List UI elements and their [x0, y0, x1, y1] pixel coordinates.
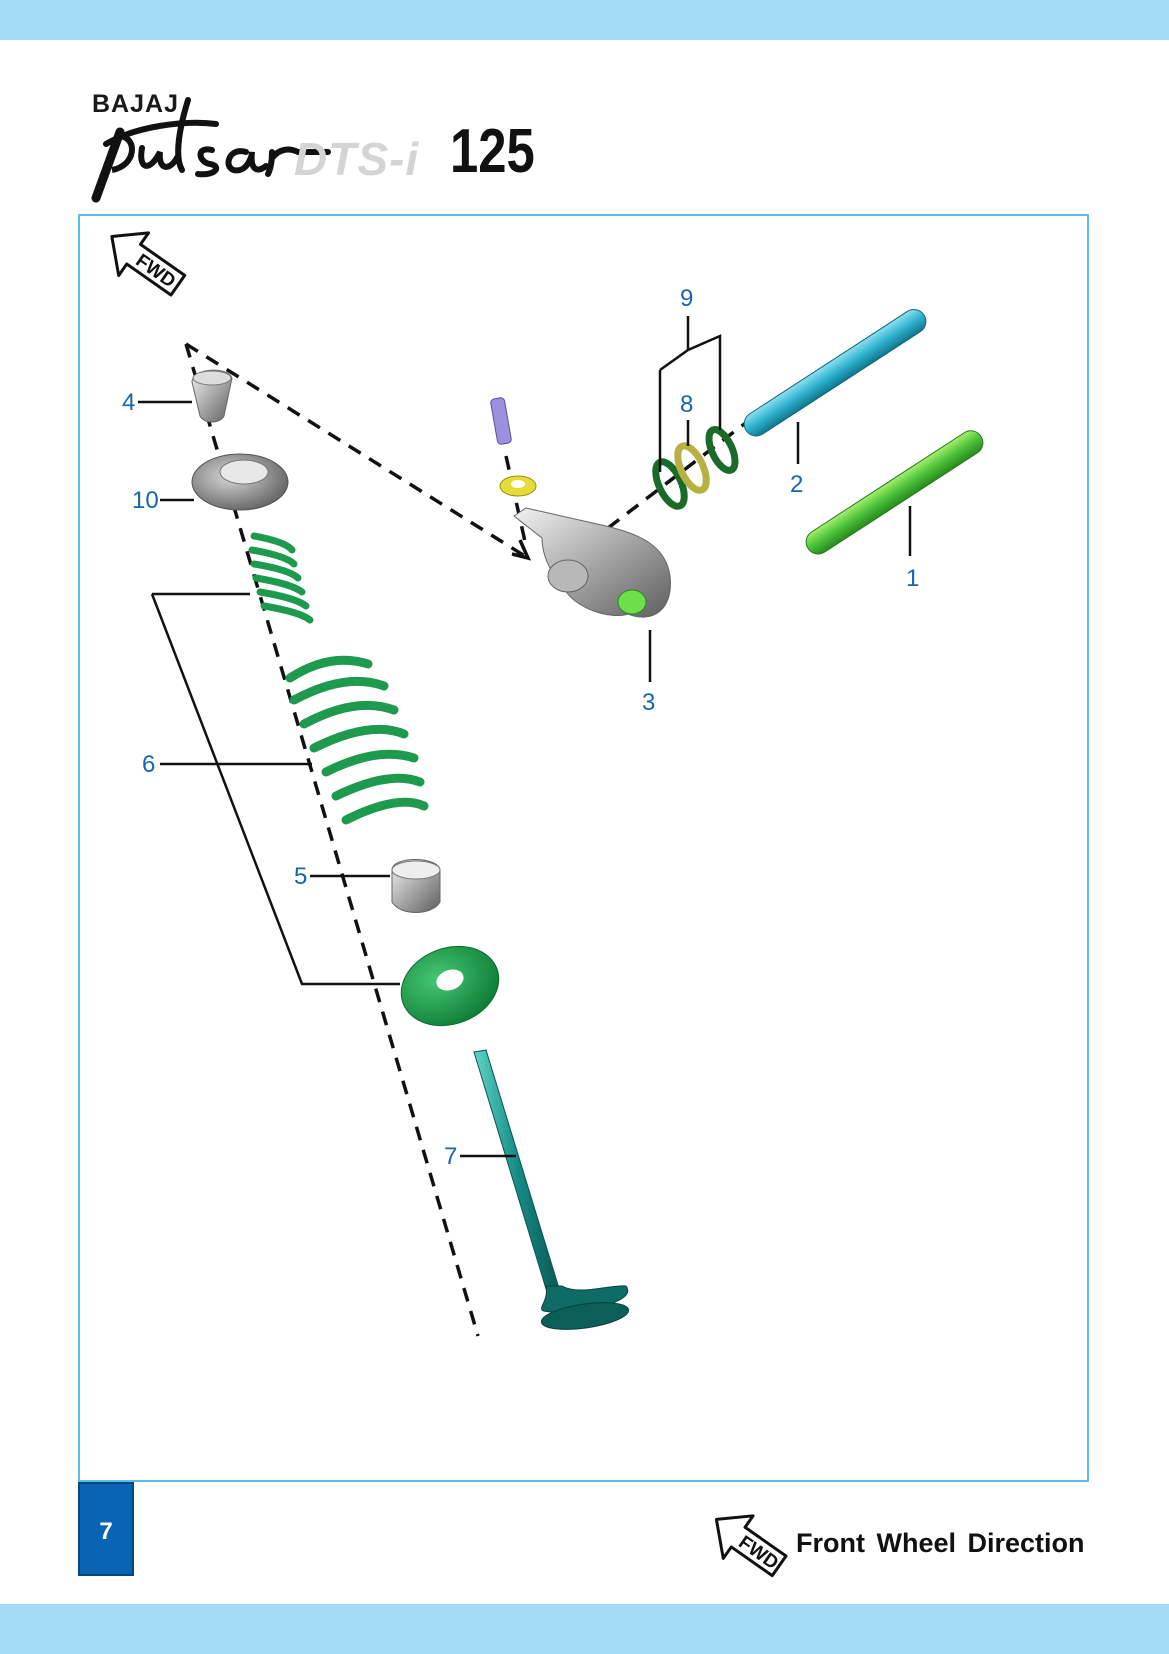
thrust-washer-right: [705, 426, 739, 474]
spacer-washer-part: [674, 442, 710, 494]
callout-4: 4: [122, 389, 135, 416]
thrust-washer-left: [652, 458, 688, 510]
callout-3: 3: [642, 689, 655, 716]
callout-7: 7: [444, 1143, 457, 1170]
adjuster-screw-part: [490, 397, 512, 445]
logo-variant-text: DTS-i: [294, 133, 420, 185]
axis-arrowhead: [511, 539, 532, 561]
valve-cotter-part: [191, 369, 233, 423]
callout-2: 2: [790, 471, 803, 498]
exploded-parts-diagram: FWD: [110, 231, 984, 1337]
rocker-arm-part: [513, 507, 671, 618]
rocker-shaft-cyan: [743, 309, 927, 437]
front-wheel-direction-legend: FWD Front Wheel Direction: [704, 1504, 1094, 1584]
diagram-frame: FWD: [78, 214, 1089, 1482]
outer-valve-spring: [285, 655, 429, 825]
page-number-box: 7: [78, 1482, 134, 1576]
fwd-arrow-icon: FWD: [714, 1514, 788, 1578]
callout-8: 8: [680, 391, 693, 418]
bottom-band: [0, 1604, 1169, 1654]
callout-5: 5: [294, 863, 307, 890]
logo-brand-text: BAJAJ: [92, 90, 179, 118]
brand-logo: BAJAJ DTS-i 125: [76, 86, 546, 204]
callout-10: 10: [132, 487, 159, 514]
fwd-arrow-icon: FWD: [110, 231, 187, 297]
callout-leader-lines: [138, 316, 912, 1158]
spring-seat-washer-part: [400, 945, 500, 1027]
logo-model-number: 125: [450, 117, 535, 186]
top-band: [0, 0, 1169, 40]
callout-1: 1: [906, 565, 919, 592]
callout-6: 6: [142, 751, 155, 778]
inner-valve-spring: [248, 532, 314, 624]
logo-script-mark: [91, 97, 331, 203]
rocker-shaft-green: [805, 430, 984, 555]
callout-9: 9: [680, 285, 693, 312]
legend-text: Front Wheel Direction: [796, 1528, 1085, 1558]
lock-nut-part: [499, 475, 537, 497]
spring-retainer-part: [191, 453, 289, 511]
engine-valve-part: [473, 1049, 630, 1330]
page-number: 7: [99, 1518, 113, 1545]
valve-stem-seal-part: [391, 859, 441, 913]
